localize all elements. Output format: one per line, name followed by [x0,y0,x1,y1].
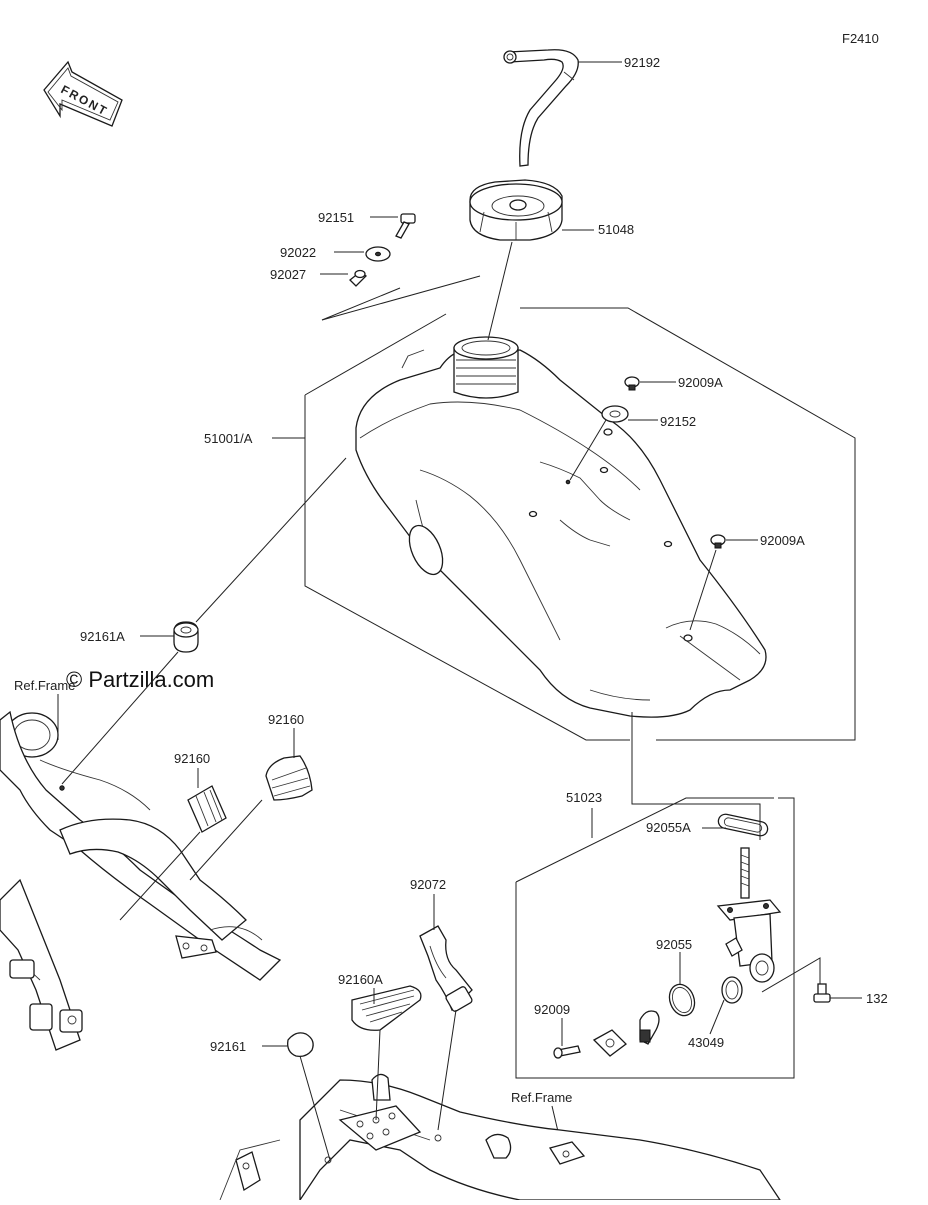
fuel-tank [355,336,767,718]
fuel-tap [553,813,782,1059]
breather-hose [503,49,579,167]
part-label-43049: 43049 [688,1035,724,1050]
part-label-51001a: 51001/A [204,431,253,446]
bolt-132 [813,983,831,1003]
part-label-92072: 92072 [410,877,446,892]
bolt-92009a-top [624,376,640,391]
part-label-92055: 92055 [656,937,692,952]
part-label-92009: 92009 [534,1002,570,1017]
part-label-92055a: 92055A [646,820,691,835]
part-label-92192: 92192 [624,55,660,70]
part-label-92027: 92027 [270,267,306,282]
damper-92161a [173,621,199,653]
ref-frame-label-bottom: Ref.Frame [511,1090,572,1105]
part-label-92161: 92161 [210,1039,246,1054]
diagram-code: F2410 [842,31,879,46]
part-labels: 92192 92151 51048 92022 92027 92009A 921… [80,55,888,1054]
part-label-92160-right: 92160 [268,712,304,727]
part-label-51048: 51048 [598,222,634,237]
part-label-92152: 92152 [660,414,696,429]
bolt-92151 [395,213,416,239]
part-label-92009a-top: 92009A [678,375,723,390]
damper-92160-right [265,755,313,801]
part-label-92009a-mid: 92009A [760,533,805,548]
damper-92161 [287,1032,314,1058]
washer-92022 [365,246,391,262]
part-label-132: 132 [866,991,888,1006]
front-arrow-icon: FRONT [43,60,123,127]
fuel-cap [469,179,563,241]
part-label-92022: 92022 [280,245,316,260]
bolt-92009a-mid [710,534,726,549]
leader-lines [61,61,862,1161]
damper-92160-left [187,785,227,833]
damper-92160a [351,985,422,1031]
part-label-92160-left: 92160 [174,751,210,766]
part-label-51023: 51023 [566,790,602,805]
ref-frame-label-left: Ref.Frame [14,678,75,693]
part-label-92161a: 92161A [80,629,125,644]
part-label-92151: 92151 [318,210,354,225]
collar-92027 [349,269,368,287]
washer-92152 [601,405,629,423]
rubber-band-92072 [419,925,473,1012]
frame-bottom [219,1073,782,1203]
part-label-92160a: 92160A [338,972,383,987]
frame-left [0,710,282,1051]
watermark: © Partzilla.com [66,667,214,692]
